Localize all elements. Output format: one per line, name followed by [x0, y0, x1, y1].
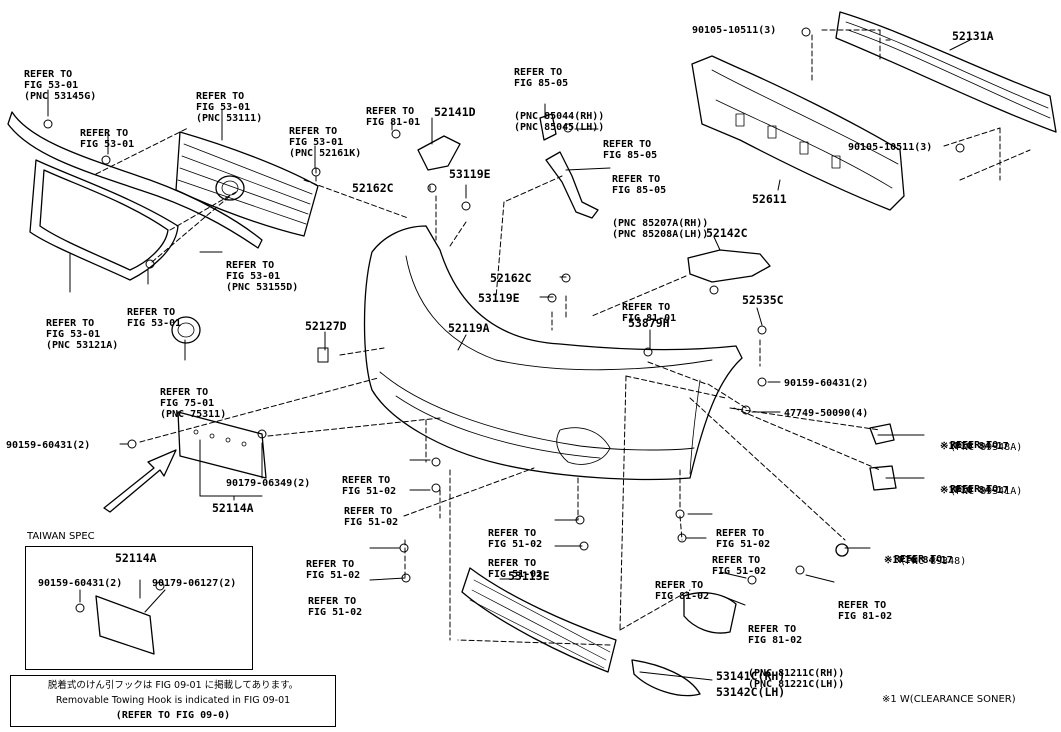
upper-grille-moulding	[7, 111, 263, 249]
refer-r15-fig: ※1FIG 84-17	[940, 485, 1009, 496]
taiwan-part: 52114A	[115, 551, 157, 565]
taiwan-left-part: 90159-60431(2)	[38, 578, 123, 589]
part-52114A: 52114A	[212, 501, 254, 515]
note-english: Removable Towing Hook is indicated in FI…	[55, 695, 291, 706]
part-90105-a: 90105-10511(3)	[692, 25, 777, 36]
front-direction-arrow	[103, 449, 177, 513]
fasteners	[43, 27, 965, 613]
bracket-52142C	[687, 249, 771, 283]
sonar-holder-a	[869, 423, 895, 445]
energy-absorber	[691, 55, 905, 211]
fog-lamp-cover	[631, 659, 701, 697]
part-52162C-a: 52162C	[352, 181, 394, 195]
part-52131A: 52131A	[952, 29, 994, 43]
part-53142C: 53142C(LH)	[716, 685, 786, 699]
towing-hook-note: 脱着式のけん引フックは FIG 09-01 に掲載してあります。 Removab…	[10, 675, 336, 727]
license-plate-bracket	[177, 411, 267, 479]
part-53141C: 53141C(RH)	[716, 669, 786, 683]
part-90179-06349: 90179-06349(2)	[226, 478, 311, 489]
sensor-bracket	[545, 151, 599, 219]
part-53113E: 53113E	[508, 569, 550, 583]
part-52127D: 52127D	[305, 319, 347, 333]
taiwan-spec-box	[25, 546, 253, 670]
note-reference: (REFER TO FIG 09-0)	[115, 710, 231, 721]
note-japanese: 脱着式のけん引フックは FIG 09-01 に掲載してあります。	[47, 680, 299, 691]
sonar-holder-b	[869, 465, 897, 491]
refer-r15-pnc: (PNC 89341A)	[950, 486, 1023, 497]
part-52535C: 52535C	[742, 293, 784, 307]
part-52162C-b: 52162C	[490, 271, 532, 285]
part-52119A: 52119A	[448, 321, 490, 335]
refer-r15: REFER TO	[950, 484, 999, 495]
part-90159-60431-a: 90159-60431(2)	[784, 378, 869, 389]
refer-r14: REFER TO	[950, 440, 999, 451]
radiator-grille	[175, 131, 319, 237]
refer-r16-pnc: (PNC 89348)	[900, 556, 967, 567]
refer-r16: REFER TO	[894, 554, 943, 565]
part-52141D: 52141D	[434, 105, 476, 119]
part-53119E-a: 53119E	[449, 167, 491, 181]
part-90159-60431-b: 90159-60431(2)	[6, 440, 91, 451]
refer-r14-fig: ※1FIG 84-17	[940, 441, 1009, 452]
assembly-lines	[95, 29, 1031, 646]
part-53119E-b: 53119E	[478, 291, 520, 305]
fog-lamp	[683, 592, 737, 634]
front-emblem	[171, 316, 201, 344]
part-52142C: 52142C	[706, 226, 748, 240]
bumper-reinforcement	[835, 11, 1057, 133]
refer-r16-fig: ※1FIG 84-17	[884, 555, 953, 566]
part-47749: 47749-50090(4)	[784, 408, 869, 419]
grille-emblem	[215, 175, 245, 201]
lower-grille	[461, 567, 617, 673]
taiwan-right-part: 90179-06127(2)	[152, 578, 237, 589]
part-53879H: 53879H	[628, 316, 670, 330]
bracket-52141D	[417, 135, 461, 171]
bumper-cover	[363, 225, 743, 481]
clearance-sonar-footnote: ※1 W(CLEARANCE SONER)	[882, 694, 1016, 705]
taiwan-spec-title: TAIWAN SPEC	[27, 531, 95, 542]
part-90105-b: 90105-10511(3)	[848, 142, 933, 153]
sonar-sensor	[835, 543, 849, 557]
part-52611: 52611	[752, 192, 787, 206]
leader-lines	[47, 39, 971, 681]
grille-frame	[29, 159, 179, 281]
refer-r14-pnc: (PNC 89348A)	[950, 442, 1023, 453]
taiwan-plate-bracket	[95, 595, 155, 655]
